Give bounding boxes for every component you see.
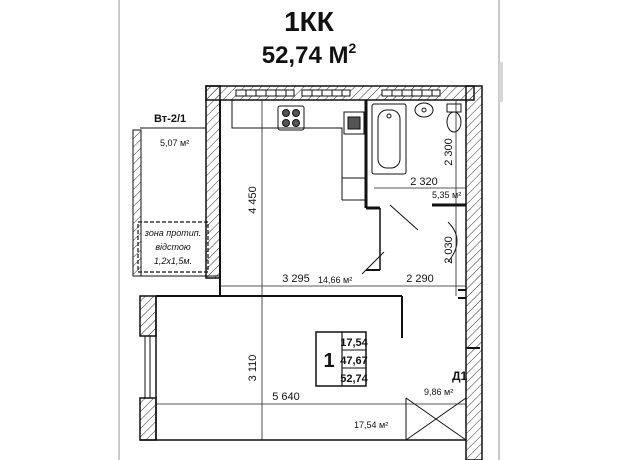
unit-type-title: 1КК — [284, 6, 334, 37]
viewer-frame-right — [498, 0, 500, 460]
dim-2300: 2 300 — [443, 138, 455, 166]
toilet-tank-icon — [446, 103, 462, 113]
top-windows — [235, 89, 441, 97]
left-lower-wall — [139, 295, 157, 337]
dim-2030: 2 030 — [443, 236, 455, 264]
dim-5640: 5 640 — [272, 391, 300, 403]
doors — [361, 204, 467, 441]
interior-walls — [140, 100, 480, 441]
unit-number: 1 — [323, 350, 334, 372]
summary-value-3: 52,74 — [340, 373, 368, 385]
unit-area-number: 52,74 М — [261, 42, 349, 69]
unit-area-title: 52,74 М2 — [120, 40, 498, 70]
dim-4450: 4 450 — [247, 186, 259, 214]
stair-wall — [132, 129, 142, 277]
washbasin-icon — [414, 102, 434, 118]
summary-value-2: 47,67 — [340, 355, 368, 367]
stove-icon — [277, 105, 305, 131]
dim-2290: 2 290 — [406, 273, 434, 285]
lower-room-area: 17,54 м² — [354, 420, 388, 430]
bathroom-area: 5,35 м² — [432, 190, 461, 200]
fire-zone-line-2: відстою — [155, 242, 191, 252]
fire-zone-line-3: 1,2х1,5м. — [154, 256, 192, 266]
dim-3110: 3 110 — [247, 355, 259, 382]
scrollbar-thumb[interactable] — [499, 62, 503, 102]
bathtub-icon — [371, 103, 407, 175]
dimension-lines — [156, 100, 466, 440]
summary-box — [315, 331, 367, 387]
dim-2320: 2 320 — [410, 176, 438, 188]
toilet-icon — [446, 111, 462, 133]
kitchen-counter — [231, 100, 366, 201]
door-label: Д1 — [452, 369, 468, 383]
terrace-area: 5,07 м² — [160, 138, 189, 148]
corner-area: 9,86 м² — [424, 387, 453, 397]
right-wall — [465, 85, 483, 460]
stair-code: Вт-2/1 — [154, 113, 186, 125]
dim-3295: 3 295 — [282, 273, 310, 285]
plan-labels: Вт-2/1 5,07 м² зона протип. відстою 1,2х… — [144, 113, 468, 430]
bathroom-fixtures — [371, 102, 462, 175]
sink-icon — [343, 111, 365, 135]
viewer-frame-left — [118, 0, 120, 460]
fire-zone-line-1: зона протип. — [144, 228, 201, 238]
summary-value-1: 17,54 — [340, 337, 368, 349]
unit-area-sup: 2 — [348, 40, 357, 56]
main-room-area: 14,66 м² — [318, 275, 352, 285]
left-bottom-wall — [139, 397, 157, 441]
terrace-outline — [137, 127, 220, 278]
